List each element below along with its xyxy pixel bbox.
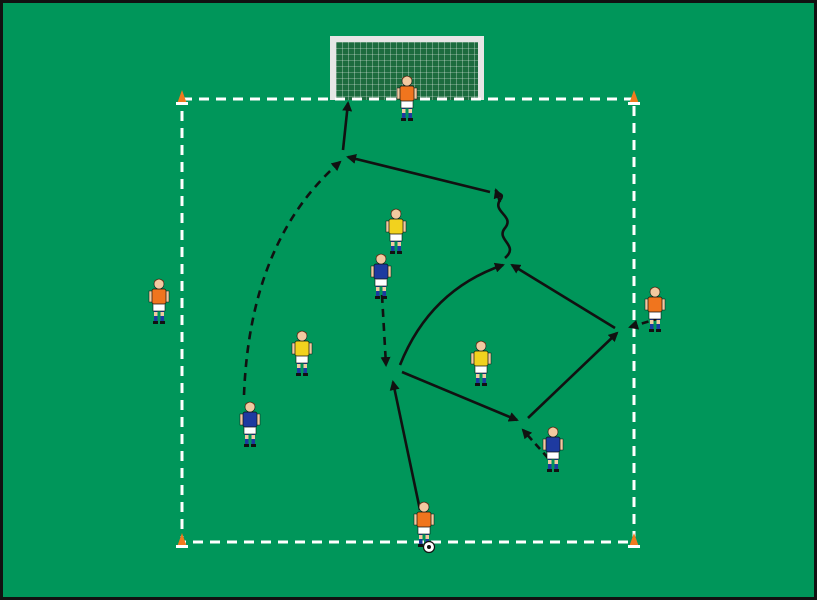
- dribble-arrow-head: [493, 188, 504, 203]
- cone-icon: [628, 533, 640, 548]
- shot-arrow: [341, 101, 353, 151]
- pass-arrow: [527, 331, 619, 419]
- goal-icon: [330, 36, 484, 100]
- player-yellow-defender: [470, 340, 492, 386]
- pass-arrow: [510, 263, 616, 330]
- pass-arrow: [389, 380, 422, 511]
- ball-icon: [422, 540, 436, 554]
- player-blue-center-attacker: [370, 253, 392, 299]
- player-orange-bottom-player-with-ball: [413, 501, 435, 547]
- cone-icon: [628, 90, 640, 105]
- player-yellow-defender: [291, 330, 313, 376]
- run-arrow: [521, 428, 549, 459]
- player-yellow-defender: [385, 208, 407, 254]
- pass-arrow: [346, 154, 491, 194]
- player-orange-left-neutral: [148, 278, 170, 324]
- pass-arrow: [401, 370, 519, 422]
- run-arrow: [380, 294, 391, 367]
- run-arrow: [628, 316, 661, 330]
- cone-icon: [176, 90, 188, 105]
- player-orange-right-neutral: [644, 286, 666, 332]
- player-blue-right-attacker: [542, 426, 564, 472]
- cone-icon: [176, 533, 188, 548]
- player-blue-left-attacker: [239, 401, 261, 447]
- player-orange-goalkeeper: [396, 75, 418, 121]
- pass-arrow: [398, 262, 505, 366]
- run-arrow: [242, 160, 342, 396]
